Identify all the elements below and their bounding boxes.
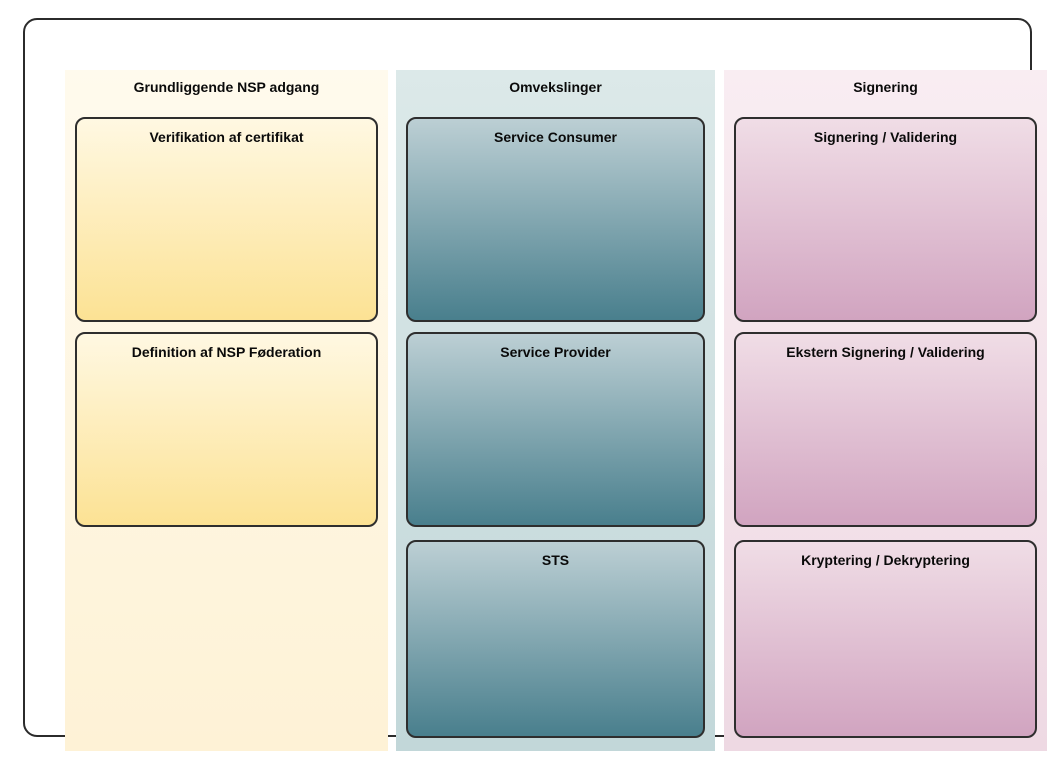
node-label: Signering / Validering <box>813 129 958 145</box>
lane-omvekslinger: Omvekslinger Service Consumer Service Pr… <box>396 70 715 751</box>
node-sts: STS <box>406 540 705 738</box>
node-service-provider: Service Provider <box>406 332 705 527</box>
node-ekstern-signering-validering: Ekstern Signering / Validering <box>734 332 1037 527</box>
node-service-consumer: Service Consumer <box>406 117 705 322</box>
node-definition-af-nsp-foederation: Definition af NSP Føderation <box>75 332 378 527</box>
node-label: Service Provider <box>500 344 611 360</box>
lane-title-signering: Signering <box>853 79 918 95</box>
diagram-frame: Grundliggende NSP adgang Verifikation af… <box>23 18 1047 751</box>
node-verifikation-af-certifikat: Verifikation af certifikat <box>75 117 378 322</box>
lane-title-grundliggende-nsp-adgang: Grundliggende NSP adgang <box>133 79 320 95</box>
node-label: Definition af NSP Føderation <box>131 344 322 360</box>
node-label: STS <box>541 552 570 568</box>
node-label: Verifikation af certifikat <box>149 129 304 145</box>
lane-signering: Signering Signering / Validering Ekstern… <box>724 70 1047 751</box>
node-label: Service Consumer <box>494 129 617 145</box>
node-label: Kryptering / Dekryptering <box>801 552 970 568</box>
lane-grundliggende-nsp-adgang: Grundliggende NSP adgang Verifikation af… <box>65 70 388 751</box>
node-label: Ekstern Signering / Validering <box>786 344 985 360</box>
lane-title-omvekslinger: Omvekslinger <box>509 79 602 95</box>
node-kryptering-dekryptering: Kryptering / Dekryptering <box>734 540 1037 738</box>
node-signering-validering: Signering / Validering <box>734 117 1037 322</box>
